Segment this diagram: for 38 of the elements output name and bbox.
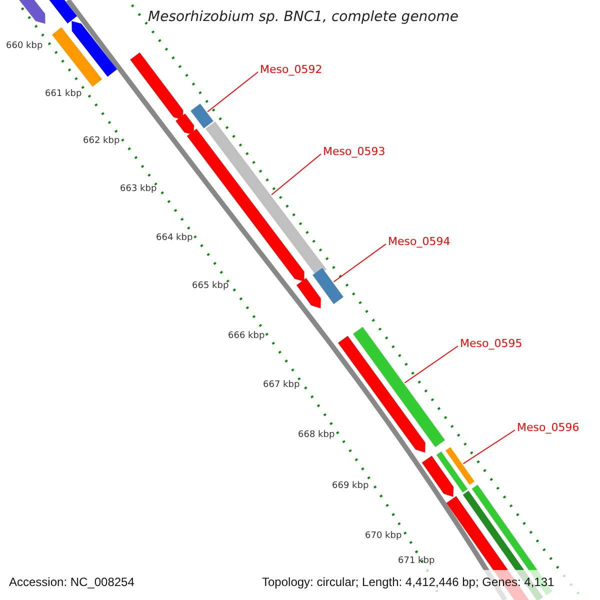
leader-line [462,430,516,464]
gene-block [296,278,321,308]
leader-line [271,154,322,196]
gene-block [190,104,214,128]
scale-label: 670 kbp [365,531,402,541]
scale-label: 660 kbp [6,41,43,51]
gene-label: Meso_0595 [460,337,522,350]
gene-block [130,52,184,120]
gene-block [353,326,445,448]
scale-label: 666 kbp [228,331,265,341]
gene-label: Meso_0594 [388,235,450,248]
leader-line [404,346,458,384]
gene-block [176,114,194,135]
leader-line [333,244,386,282]
scale-label: 671 kbp [398,556,435,566]
scale-label: 662 kbp [83,136,120,146]
footer-text: Accession: NC_008254 [9,575,134,589]
scale-label: 667 kbp [263,380,300,390]
title: Mesorhizobium sp. BNC1, complete genome [148,9,458,25]
footer-text: Topology: circular; Length: 4,412,446 bp; Genes: 4,131 [262,575,554,589]
gene-block [312,268,344,304]
scale-label: 663 kbp [120,184,157,194]
gene-block [436,451,468,493]
gene-block [48,0,78,24]
leader-line [207,72,258,112]
gene-block [338,336,426,453]
gene-block [72,21,118,77]
gene-block [446,447,474,485]
gene-label: Meso_0596 [517,421,580,434]
scale-label: 664 kbp [156,233,193,243]
scale-label: 661 kbp [45,89,82,99]
scale-label: 668 kbp [298,430,335,440]
scale-label: 665 kbp [192,281,229,291]
scale-label: 669 kbp [332,481,369,491]
gene-label: Meso_0593 [323,145,386,158]
gene-block [52,27,102,87]
gene-label: Meso_0592 [260,63,322,76]
gene-block [422,456,454,497]
